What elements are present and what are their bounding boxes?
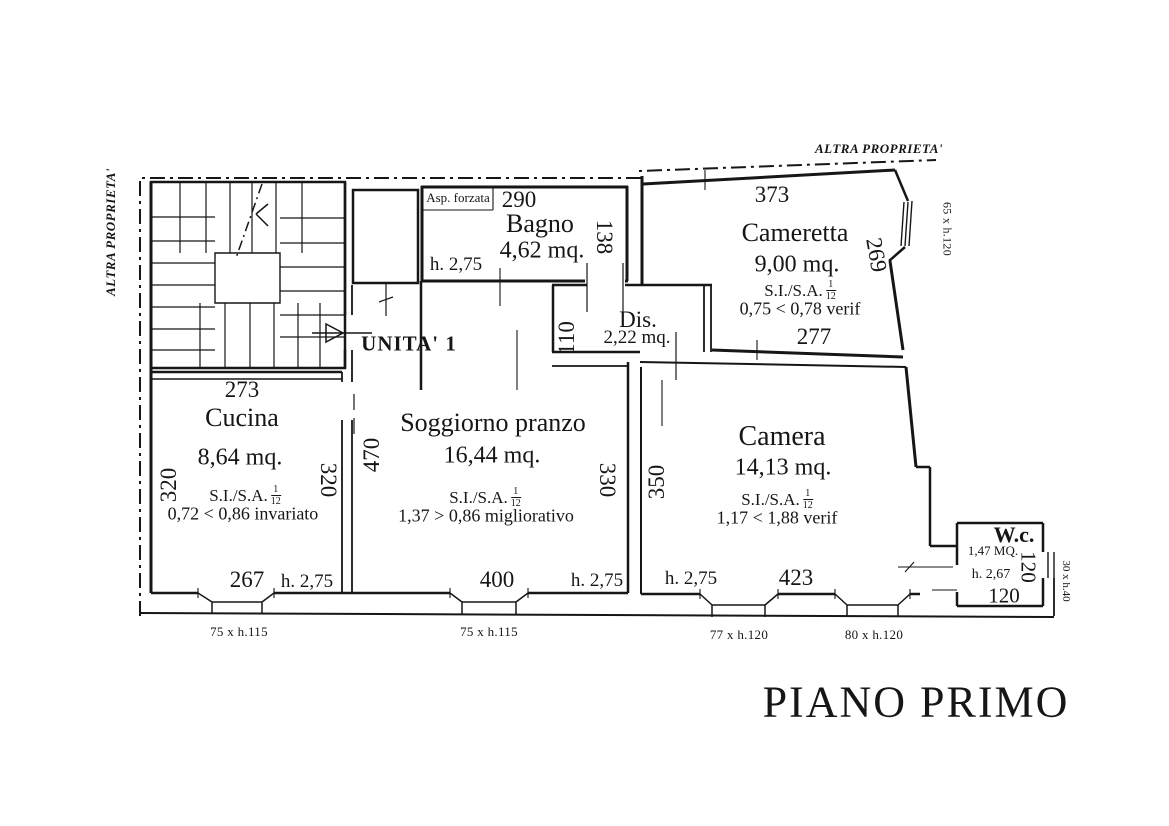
- cucina-name: Cucina: [205, 403, 279, 432]
- duct-shaft: [351, 188, 420, 316]
- bagno-dim-right: 138: [592, 219, 617, 255]
- cameretta-dim-top: 373: [754, 182, 790, 207]
- soggiorno-dim-right: 330: [595, 462, 620, 498]
- camera-dim-left: 350: [644, 464, 669, 500]
- cucina-height: h. 2,75: [280, 571, 334, 592]
- wc-window-label: 30 x h.40: [1060, 560, 1072, 602]
- cameretta-name: Cameretta: [741, 218, 849, 247]
- soggiorno-dim-bottom: 400: [479, 567, 515, 592]
- camera-dim-bottom: 423: [778, 565, 814, 590]
- exterior-walls: [140, 182, 1055, 618]
- camera-ratio: 1,17 < 1,88 verif: [716, 507, 838, 528]
- bagno-area: 4,62 mq.: [499, 237, 585, 264]
- window-openings-bottom: [197, 588, 911, 617]
- cucina-dim-bottom: 267: [229, 567, 265, 592]
- cameretta-dim-bottom: 277: [796, 324, 832, 349]
- cucina-window-label: 75 x h.115: [210, 624, 268, 639]
- cameretta-area: 9,00 mq.: [754, 251, 840, 278]
- dis-walls: [551, 283, 712, 380]
- dis-name: Dis.: [619, 307, 657, 332]
- wc-dim-bottom: 120: [988, 583, 1020, 608]
- camera-walls: [626, 361, 957, 594]
- entrance-arrow: [312, 322, 372, 344]
- bagno-walls: [419, 185, 629, 390]
- camera-window-left-label: 77 x h.120: [709, 627, 769, 642]
- cameretta-window-label: 65 x h.120: [940, 202, 955, 256]
- soggiorno-window-label: 75 x h.115: [460, 624, 518, 639]
- wc-name: W.c.: [993, 522, 1035, 547]
- dis-area: 2,22 mq.: [603, 327, 671, 348]
- wc-height: h. 2,67: [971, 567, 1011, 582]
- bagno-dim-top: 290: [501, 187, 537, 212]
- camera-name: Camera: [738, 421, 826, 452]
- property-boundary-line: [139, 159, 937, 616]
- soggiorno-area: 16,44 mq.: [443, 442, 541, 469]
- cucina-dim-top: 273: [224, 377, 260, 402]
- altra-proprieta-top-label: ALTRA PROPRIETA': [814, 141, 944, 156]
- bagno-height: h. 2,75: [429, 254, 483, 275]
- bagno-vent-label: Asp. forzata: [426, 190, 490, 205]
- wc-area: 1,47 MQ.: [967, 543, 1019, 558]
- cucina-area: 8,64 mq.: [197, 444, 283, 471]
- cucina-dim-right: 320: [316, 462, 341, 498]
- camera-height: h. 2,75: [664, 568, 718, 589]
- dis-dim-left: 110: [554, 321, 579, 355]
- soggiorno-ratio: 1,37 > 0,86 migliorativo: [398, 505, 574, 526]
- unit-label: UNITA' 1: [361, 331, 457, 356]
- stairwell: [149, 180, 347, 370]
- camera-window-right-label: 80 x h.120: [844, 627, 904, 642]
- wc-walls: [898, 521, 1055, 616]
- cucina-ratio: 0,72 < 0,86 invariato: [167, 503, 319, 524]
- soggiorno-name: Soggiorno pranzo: [400, 408, 586, 437]
- cameretta-walls: [640, 168, 913, 360]
- bagno-name: Bagno: [506, 209, 574, 238]
- altra-proprieta-left-label: ALTRA PROPRIETA': [103, 167, 118, 297]
- cucina-walls: [152, 182, 355, 593]
- soggiorno-height: h. 2,75: [570, 570, 624, 591]
- cucina-dim-left: 320: [156, 467, 181, 503]
- wc-dim-right: 120: [1016, 551, 1041, 583]
- soggiorno-dim-left: 470: [359, 437, 384, 473]
- cameretta-ratio: 0,75 < 0,78 verif: [739, 298, 861, 319]
- page-title: PIANO PRIMO: [762, 677, 1070, 727]
- camera-area: 14,13 mq.: [734, 454, 832, 481]
